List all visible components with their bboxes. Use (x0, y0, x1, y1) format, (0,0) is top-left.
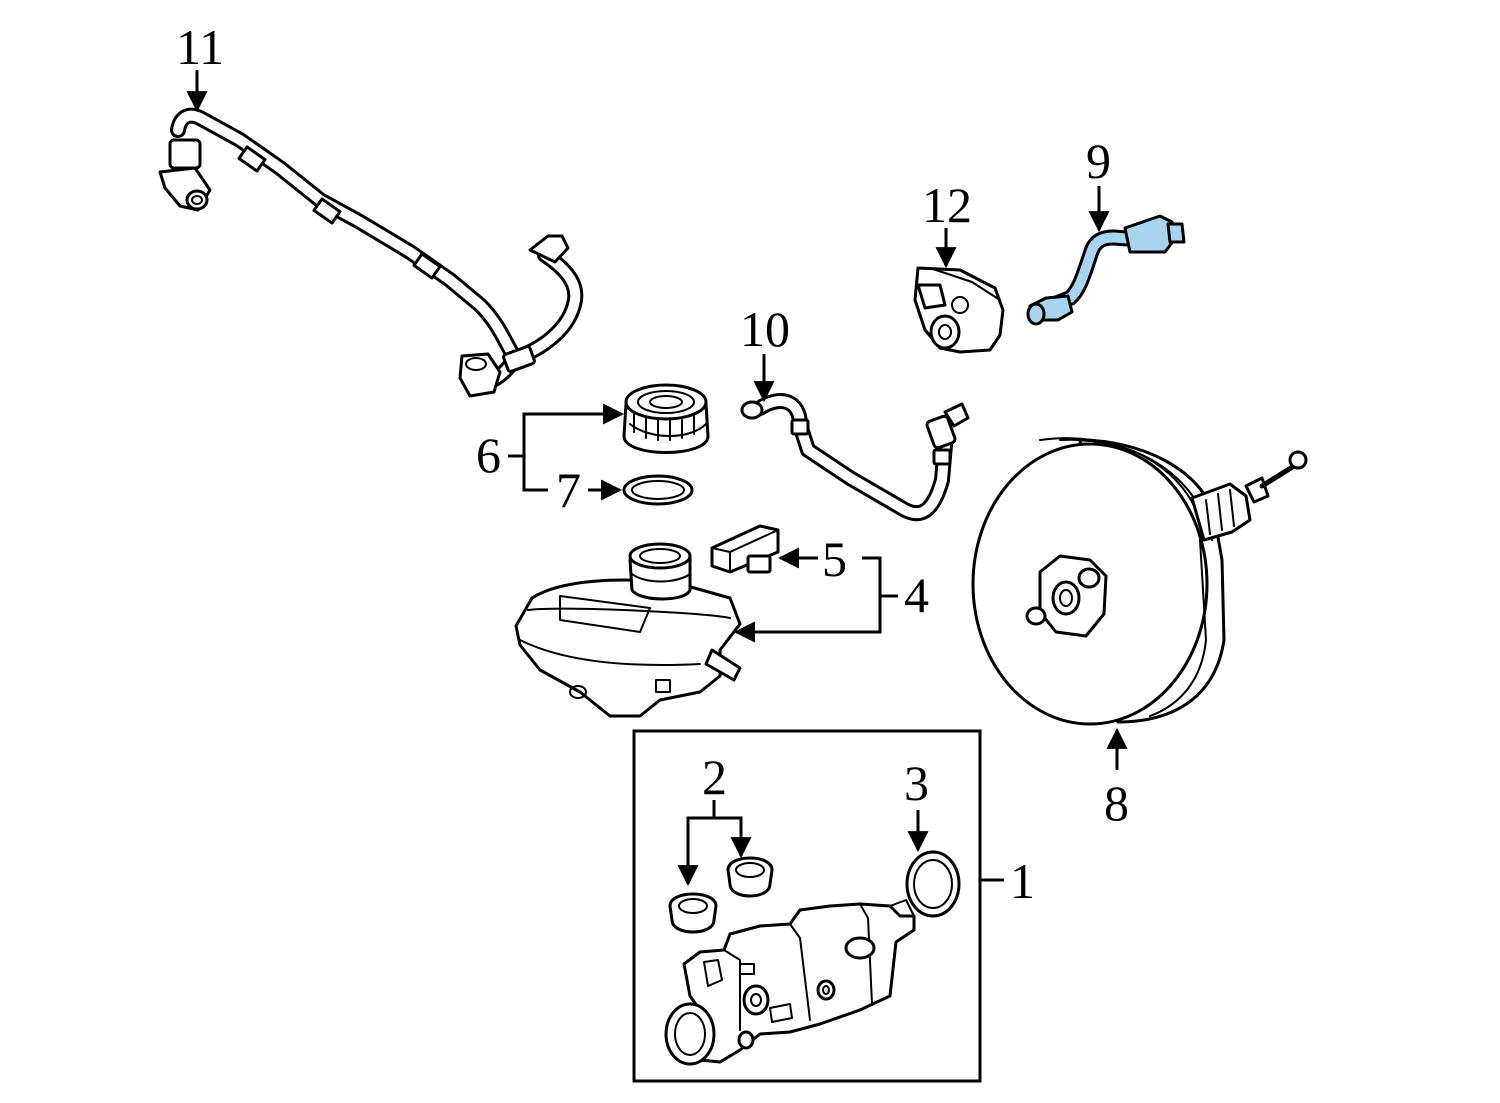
callout-12: 12 (922, 177, 972, 233)
part-6-reservoir-cap (622, 383, 710, 454)
callout-6: 6 (476, 427, 501, 483)
part-7-seal-ring (622, 474, 694, 506)
master-cylinder-kit-box (632, 729, 982, 1083)
part-1-master-cylinder (664, 899, 916, 1066)
part-2-grommets (668, 856, 774, 934)
part-11-vacuum-hose (158, 107, 584, 398)
part-10-vacuum-line (740, 393, 970, 522)
callout-11: 11 (176, 19, 224, 75)
part-12-vacuum-valve (913, 266, 1005, 354)
callout-9: 9 (1086, 133, 1111, 189)
leader-6 (508, 403, 625, 458)
part-8-brake-booster (971, 437, 1308, 726)
callout-3: 3 (904, 755, 929, 811)
leader-2b (714, 816, 752, 859)
callout-8: 8 (1104, 775, 1129, 831)
callout-10: 10 (740, 301, 790, 357)
part-4-fluid-reservoir (514, 542, 742, 718)
callout-4: 4 (904, 567, 929, 623)
callout-1: 1 (1010, 853, 1035, 909)
part-9-vacuum-hose-highlighted (1026, 214, 1186, 326)
part-3-seal-ring (905, 850, 961, 918)
leader-2 (677, 800, 716, 887)
callout-5: 5 (822, 531, 847, 587)
callout-7: 7 (556, 462, 581, 518)
callout-2: 2 (702, 749, 727, 805)
part-5-level-sensor (710, 524, 780, 574)
leader-6-7 (522, 456, 548, 492)
